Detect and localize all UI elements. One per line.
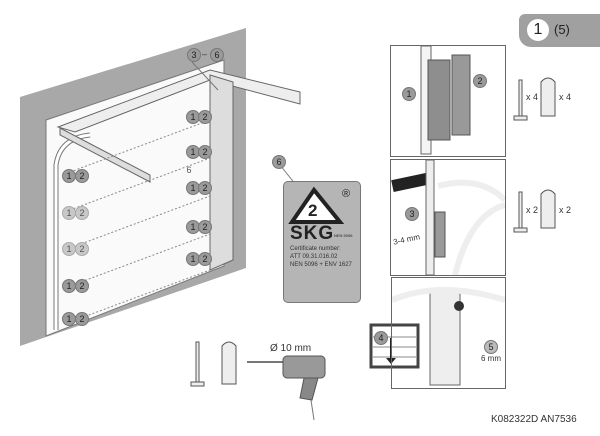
- hinge-callout-1: 1: [62, 312, 76, 326]
- hinge-callout-1: 1: [186, 220, 200, 234]
- callout-3: 3: [187, 48, 201, 62]
- hinge-callout-1: 1: [186, 110, 200, 124]
- door-opening: [45, 59, 225, 337]
- hinge-callout-2: 2: [75, 169, 89, 183]
- detail-panel-2: [390, 159, 506, 276]
- callout-6: 6: [210, 48, 224, 62]
- hinge-callout-1: 1: [62, 242, 76, 256]
- hinge-callout-2: 2: [198, 145, 212, 159]
- plugs-qty: x 2: [559, 205, 572, 215]
- spacing-dimension: 6 mm: [481, 354, 501, 363]
- detail-art: [369, 45, 508, 386]
- document-code: K082322D AN7536: [491, 414, 577, 425]
- step-number: 1: [527, 19, 549, 41]
- skg-class-number: 2: [308, 201, 318, 220]
- hinge-callout-1: 1: [62, 279, 76, 293]
- certificate-number: ATT 09.31.016.02: [290, 254, 338, 260]
- hinge-callout-2: 2: [198, 110, 212, 124]
- hinge-callout-1: 1: [62, 206, 76, 220]
- horizontal-track: [56, 69, 301, 133]
- standards: NEN 5096 + ENV 1627: [290, 262, 352, 268]
- panel1-callout-2: 2: [473, 74, 487, 88]
- hinge-callout-2: 2: [75, 206, 89, 220]
- skg-norm: NEN 5096: [334, 233, 353, 238]
- right-jamb: [209, 74, 234, 271]
- screws-and-plugs: [190, 77, 556, 387]
- registered-mark: ®: [342, 188, 351, 200]
- door-label-callout: 6: [186, 165, 192, 175]
- hinge-callout-2: 2: [198, 220, 212, 234]
- range-dash: –: [202, 49, 208, 59]
- detail-panel-3: [391, 277, 506, 389]
- panel2-callout-3: 3: [405, 207, 419, 221]
- drill-bit-size: Ø 10 mm: [270, 343, 312, 354]
- page-badge: 1 (5): [519, 14, 600, 47]
- panel3-callout-4: 4: [374, 331, 388, 345]
- screws-qty: x 2: [526, 205, 539, 215]
- panel-lines: [69, 119, 211, 323]
- left-rail: [59, 127, 151, 183]
- detail-panel-1: [390, 45, 506, 157]
- hinge-callout-1: 1: [62, 169, 76, 183]
- panel1-callout-1: 1: [402, 87, 416, 101]
- hinge-callout-2: 2: [75, 242, 89, 256]
- hinge-callout-2: 2: [198, 181, 212, 195]
- skg-brand: SKG: [290, 223, 335, 244]
- hinge-callout-2: 2: [75, 312, 89, 326]
- certificate-label: Certificate number:: [290, 246, 341, 252]
- plugs-qty: x 4: [559, 92, 572, 102]
- screws-qty: x 4: [526, 92, 539, 102]
- panel3-callout-5: 5: [484, 340, 498, 354]
- hinge-callout-2: 2: [75, 279, 89, 293]
- leader-line: [191, 61, 219, 91]
- drill-icon: [247, 355, 326, 421]
- hinge-callout-2: 2: [198, 252, 212, 266]
- skg-label: 2 ® SKG NEN 5096 Certificate number: ATT…: [283, 181, 361, 303]
- skg-callout-6: 6: [272, 155, 286, 169]
- skg-roof-icon: [288, 186, 345, 224]
- step-count: (5): [554, 22, 570, 37]
